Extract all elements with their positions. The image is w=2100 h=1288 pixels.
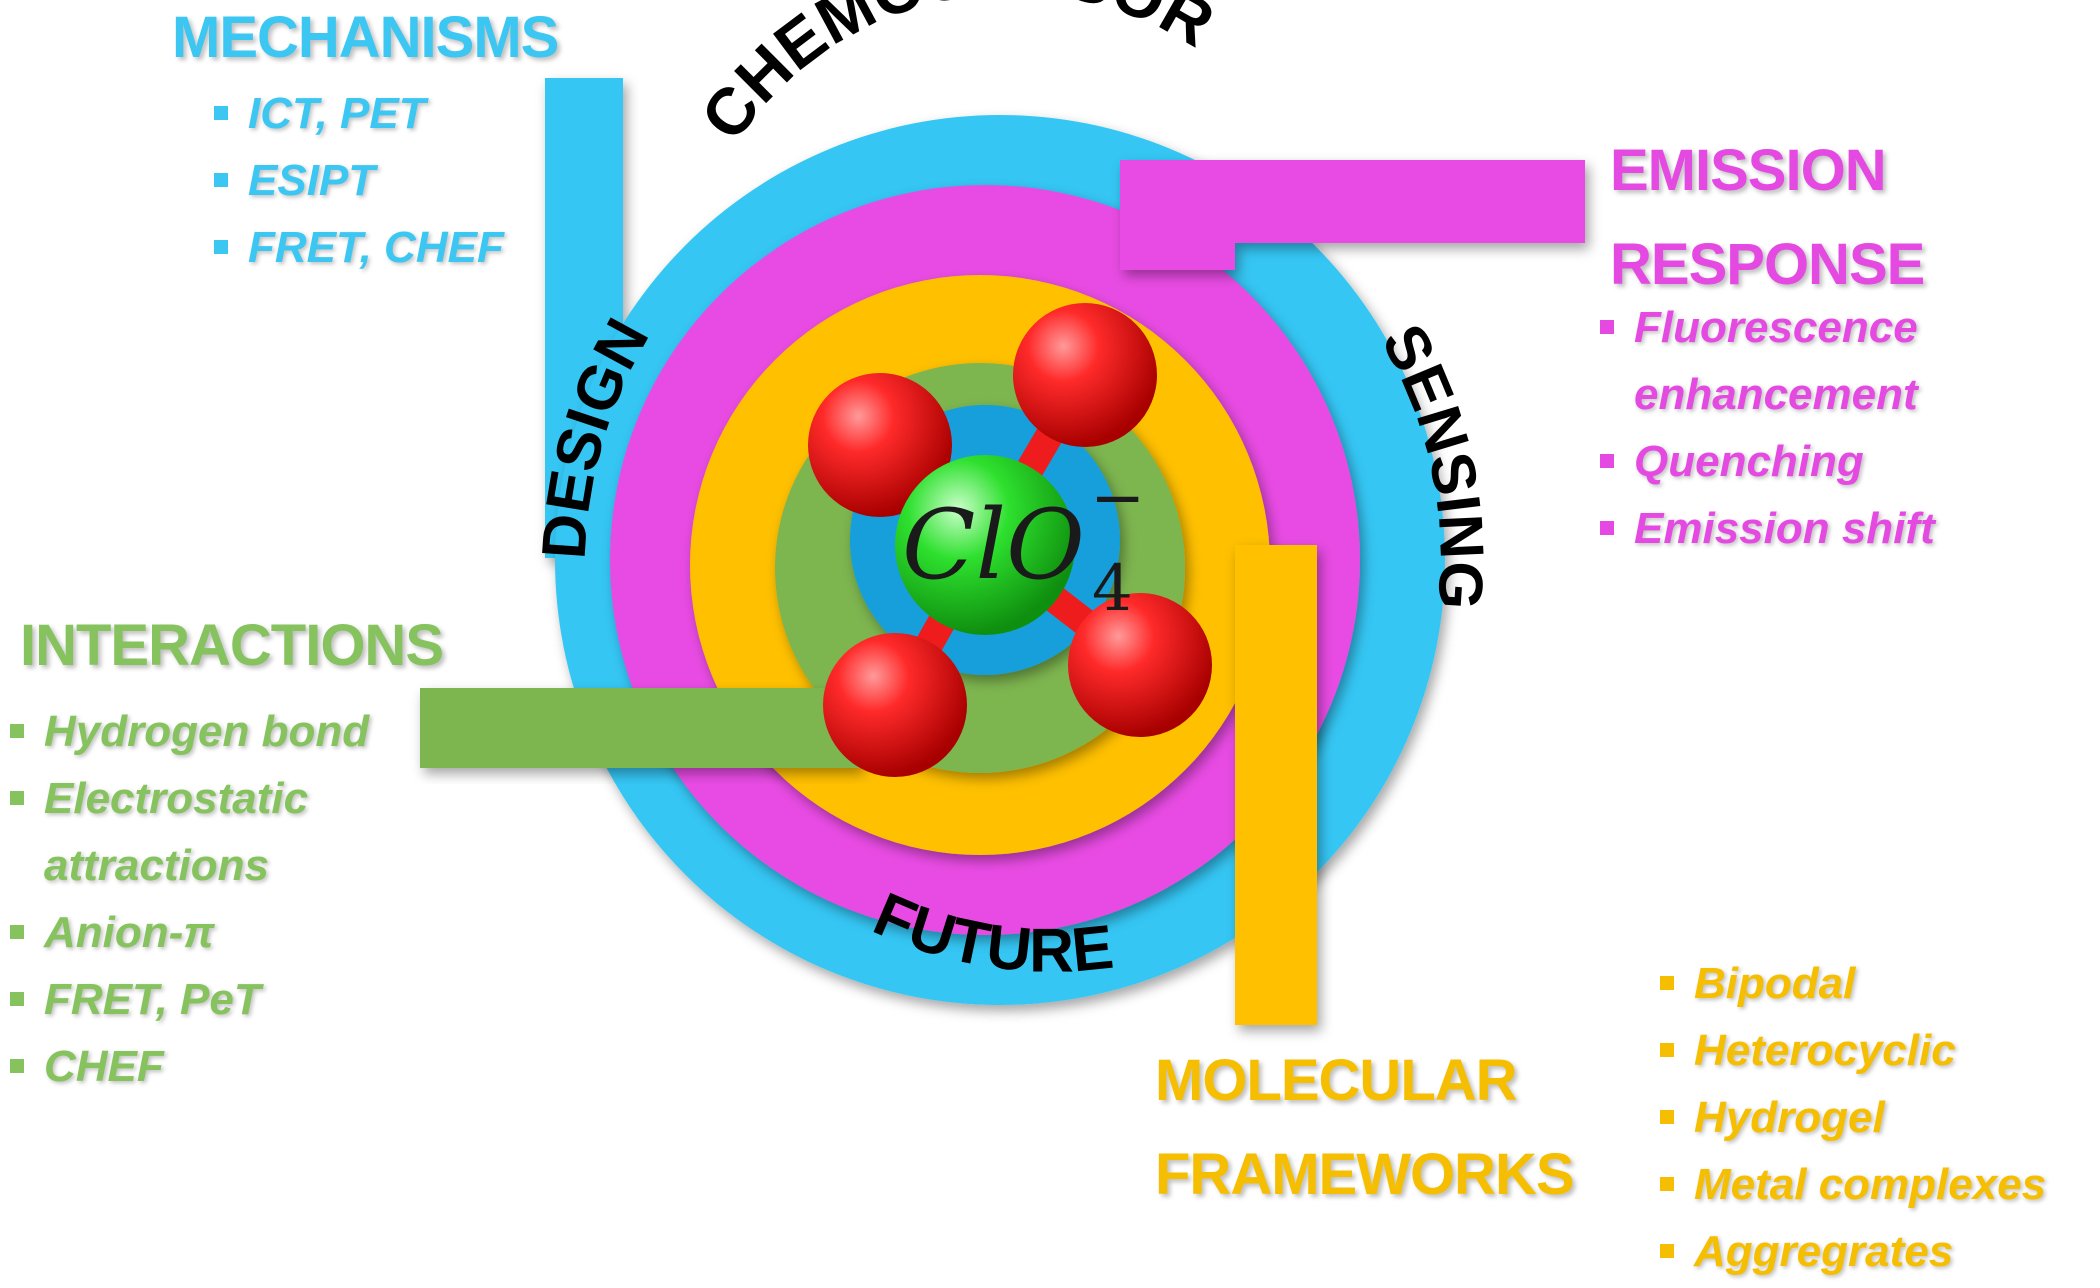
list-item-text: FRET, PeT: [44, 975, 261, 1024]
list-item: Emission shift: [1600, 495, 1935, 562]
list-item-text: Bipodal: [1694, 959, 1856, 1008]
oxygen-atom-bottom-right: [1068, 593, 1212, 737]
list-item-text: Emission shift: [1634, 504, 1935, 553]
bullet-icon: [10, 992, 24, 1006]
list-item: Hydrogen bond: [10, 698, 369, 765]
chlorine-atom: [895, 455, 1075, 635]
bullet-icon: [1600, 521, 1614, 535]
list-item-text: Metal complexes: [1694, 1160, 2047, 1209]
list-item: Quenching: [1600, 428, 1935, 495]
interactions-connector-bar: [420, 688, 860, 768]
bullet-icon: [10, 791, 24, 805]
bullet-icon: [10, 724, 24, 738]
emission-title: EMISSION RESPONSE: [1610, 124, 1925, 312]
list-item-text: ICT, PET: [248, 89, 426, 138]
bullet-icon: [1600, 454, 1614, 468]
list-item: ESIPT: [214, 147, 504, 214]
bullet-icon: [1660, 1244, 1674, 1258]
bullet-icon: [214, 106, 228, 120]
bullet-icon: [1600, 320, 1614, 334]
list-item-text: ESIPT: [248, 156, 376, 205]
list-item-text: Heterocyclic: [1694, 1026, 1956, 1075]
list-item: Electrostatic attractions: [10, 765, 369, 899]
ion-formula-main: ClO: [902, 489, 1085, 601]
list-item-text: Hydrogen bond: [44, 707, 370, 756]
list-item-text: CHEF: [44, 1042, 164, 1091]
list-item: Hydrogel: [1660, 1084, 2046, 1151]
list-item-text: Fluorescence: [1634, 303, 1918, 352]
frameworks-title: MOLECULAR FRAMEWORKS: [1155, 1034, 1575, 1222]
interactions-title: INTERACTIONS: [20, 613, 444, 678]
emission-connector-bar: [1120, 160, 1585, 270]
frameworks-connector-bar: [1235, 545, 1317, 1025]
ion-formula-subscript: 4: [1092, 552, 1133, 626]
list-item: Metal complexes: [1660, 1151, 2046, 1218]
mechanisms-title: MECHANISMS: [172, 5, 559, 70]
list-item-text: attractions: [44, 841, 269, 890]
list-item: ICT, PET: [214, 80, 504, 147]
ion-formula-superscript: −: [1090, 459, 1145, 536]
bullet-icon: [214, 240, 228, 254]
oxygen-atom-top-left: [808, 373, 952, 517]
bullet-icon: [1660, 1110, 1674, 1124]
bullet-icon: [1660, 1177, 1674, 1191]
list-item-text: FRET, CHEF: [248, 223, 504, 272]
perchlorate-model: [808, 303, 1212, 777]
list-item: FRET, PeT: [10, 966, 369, 1033]
list-item: Bipodal: [1660, 950, 2046, 1017]
list-item: FRET, CHEF: [214, 214, 504, 281]
oxygen-atom-top-right: [1013, 303, 1157, 447]
list-item-text: Electrostatic: [44, 774, 309, 823]
list-item-text: Quenching: [1634, 437, 1864, 486]
bullet-icon: [1660, 976, 1674, 990]
mechanisms-list: ICT, PET ESIPT FRET, CHEF: [214, 80, 504, 281]
list-item: Heterocyclic: [1660, 1017, 2046, 1084]
bullet-icon: [1660, 1043, 1674, 1057]
list-item-text: Anion-π: [44, 908, 215, 957]
list-item: CHEF: [10, 1033, 369, 1100]
emission-title-line: EMISSION: [1610, 138, 1887, 203]
list-item: Aggregrates: [1660, 1218, 2046, 1285]
bullet-icon: [10, 925, 24, 939]
emission-title-line: RESPONSE: [1610, 232, 1925, 297]
bullet-icon: [214, 173, 228, 187]
list-item: Anion-π: [10, 899, 369, 966]
list-item-text: Aggregrates: [1694, 1227, 1954, 1276]
frameworks-title-line: MOLECULAR: [1155, 1048, 1518, 1113]
bullet-icon: [10, 1059, 24, 1073]
oxygen-atom-bottom-left: [823, 633, 967, 777]
list-item-text: enhancement: [1634, 370, 1918, 419]
list-item-text: Hydrogel: [1694, 1093, 1885, 1142]
list-item: Fluorescence enhancement: [1600, 294, 1935, 428]
frameworks-title-line: FRAMEWORKS: [1155, 1142, 1575, 1207]
